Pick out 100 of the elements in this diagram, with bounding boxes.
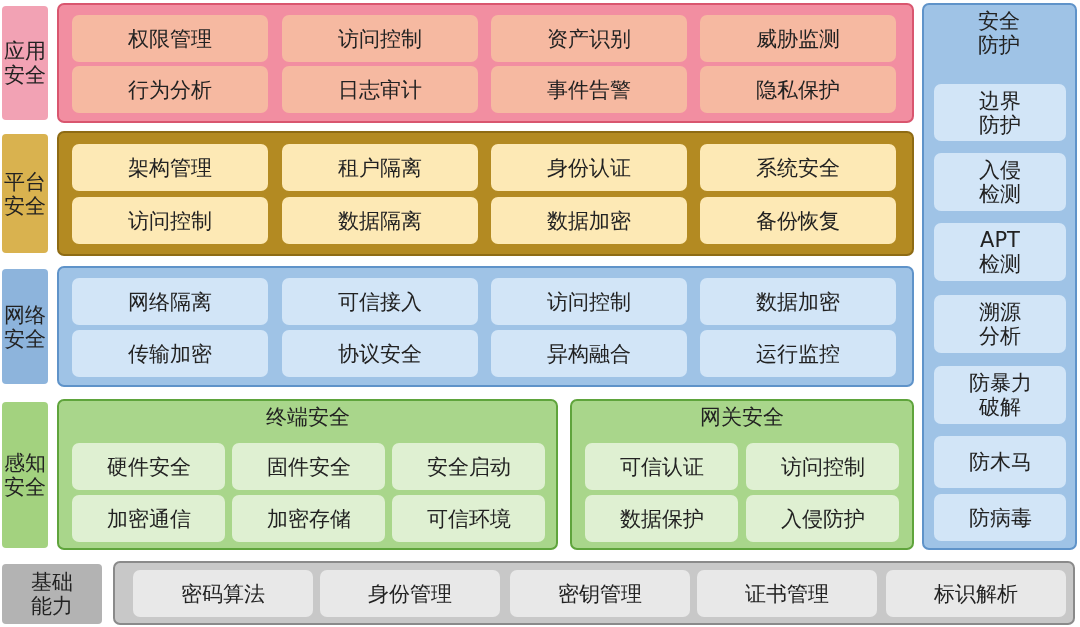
category-text: 应用安全 bbox=[3, 38, 48, 88]
feature-text: APT检测 bbox=[978, 227, 1022, 277]
feature-text: 边界防护 bbox=[978, 88, 1022, 137]
feature-tile bbox=[934, 494, 1066, 541]
feature-text: 安全启动 bbox=[425, 454, 512, 479]
feature-text: 访问控制 bbox=[337, 26, 423, 51]
feature-text: 隐私保护 bbox=[755, 77, 841, 102]
feature-tile bbox=[491, 278, 687, 325]
feature-tile bbox=[491, 66, 687, 113]
feature-text: 加密通信 bbox=[105, 506, 192, 531]
feature-tile bbox=[585, 495, 738, 542]
feature-tile bbox=[491, 330, 687, 377]
feature-text: 访问控制 bbox=[127, 208, 213, 233]
feature-tile bbox=[934, 436, 1066, 488]
feature-text: 威胁监测 bbox=[755, 26, 841, 51]
feature-text: 传输加密 bbox=[127, 341, 213, 366]
feature-tile bbox=[934, 223, 1066, 281]
feature-tile bbox=[232, 495, 385, 542]
feature-tile bbox=[72, 278, 268, 325]
feature-tile bbox=[72, 495, 225, 542]
panel-title: 网关安全 bbox=[699, 405, 785, 430]
feature-text: 身份认证 bbox=[546, 155, 632, 180]
feature-text: 入侵检测 bbox=[978, 157, 1022, 207]
feature-tile bbox=[934, 153, 1066, 211]
feature-tile bbox=[72, 443, 225, 490]
feature-tile bbox=[392, 443, 545, 490]
feature-tile bbox=[282, 330, 478, 377]
category-label bbox=[2, 564, 102, 624]
feature-tile bbox=[700, 66, 896, 113]
category-text: 基础能力 bbox=[30, 569, 74, 619]
layer-panel bbox=[922, 3, 1077, 550]
panel-title: 终端安全 bbox=[264, 405, 351, 430]
feature-tile bbox=[700, 15, 896, 62]
feature-text: 可信接入 bbox=[337, 289, 423, 314]
feature-text: 防病毒 bbox=[967, 505, 1033, 530]
feature-text: 密码算法 bbox=[180, 581, 266, 606]
layer-panel bbox=[113, 561, 1075, 625]
feature-text: 防暴力破解 bbox=[967, 370, 1033, 420]
feature-tile bbox=[934, 366, 1066, 424]
feature-tile bbox=[491, 197, 687, 244]
feature-tile bbox=[282, 66, 478, 113]
feature-text: 架构管理 bbox=[127, 155, 213, 180]
feature-tile bbox=[700, 330, 896, 377]
feature-text: 固件安全 bbox=[265, 454, 352, 479]
feature-text: 数据加密 bbox=[546, 208, 632, 233]
feature-tile bbox=[491, 15, 687, 62]
category-text: 网络安全 bbox=[3, 302, 48, 351]
feature-text: 证书管理 bbox=[744, 581, 830, 606]
feature-text: 密钥管理 bbox=[557, 581, 643, 606]
feature-text: 网络隔离 bbox=[127, 289, 213, 314]
feature-text: 日志审计 bbox=[337, 77, 423, 102]
feature-tile bbox=[72, 197, 268, 244]
feature-text: 防木马 bbox=[967, 449, 1033, 475]
feature-tile bbox=[934, 84, 1066, 141]
feature-text: 硬件安全 bbox=[105, 454, 192, 479]
feature-text: 数据隔离 bbox=[337, 208, 423, 233]
panel-title: 安全防护 bbox=[977, 9, 1022, 58]
feature-tile bbox=[232, 443, 385, 490]
feature-text: 异构融合 bbox=[546, 341, 632, 366]
feature-tile bbox=[700, 144, 896, 191]
feature-text: 租户隔离 bbox=[337, 155, 423, 180]
category-label bbox=[2, 6, 48, 120]
feature-tile bbox=[392, 495, 545, 542]
feature-text: 运行监控 bbox=[755, 341, 841, 366]
feature-text: 备份恢复 bbox=[755, 208, 841, 233]
layer-panel bbox=[57, 266, 914, 387]
feature-tile bbox=[282, 197, 478, 244]
feature-tile bbox=[72, 330, 268, 377]
feature-text: 行为分析 bbox=[127, 77, 213, 102]
feature-tile bbox=[746, 495, 899, 542]
feature-text: 资产识别 bbox=[546, 26, 632, 51]
category-label bbox=[2, 402, 48, 548]
feature-tile bbox=[133, 570, 313, 617]
feature-text: 事件告警 bbox=[546, 77, 632, 102]
feature-tile bbox=[72, 66, 268, 113]
feature-tile bbox=[320, 570, 500, 617]
feature-text: 溯源分析 bbox=[978, 299, 1022, 349]
feature-text: 身份管理 bbox=[367, 581, 453, 606]
feature-tile bbox=[510, 570, 690, 617]
feature-tile bbox=[585, 443, 738, 490]
feature-text: 加密存储 bbox=[265, 506, 352, 531]
feature-tile bbox=[700, 197, 896, 244]
feature-text: 可信认证 bbox=[618, 454, 705, 479]
feature-tile bbox=[282, 278, 478, 325]
feature-text: 数据加密 bbox=[755, 289, 841, 314]
feature-tile bbox=[491, 144, 687, 191]
feature-text: 协议安全 bbox=[337, 341, 423, 366]
feature-tile bbox=[934, 295, 1066, 353]
category-text: 感知安全 bbox=[3, 450, 48, 500]
feature-text: 访问控制 bbox=[779, 454, 866, 479]
feature-text: 入侵防护 bbox=[779, 506, 866, 531]
feature-tile bbox=[72, 15, 268, 62]
layer-panel bbox=[57, 131, 914, 256]
feature-tile bbox=[282, 144, 478, 191]
feature-tile bbox=[72, 144, 268, 191]
feature-text: 系统安全 bbox=[755, 155, 841, 180]
feature-text: 访问控制 bbox=[546, 289, 632, 314]
feature-tile bbox=[886, 570, 1066, 617]
feature-text: 数据保护 bbox=[618, 506, 705, 531]
feature-tile bbox=[700, 278, 896, 325]
